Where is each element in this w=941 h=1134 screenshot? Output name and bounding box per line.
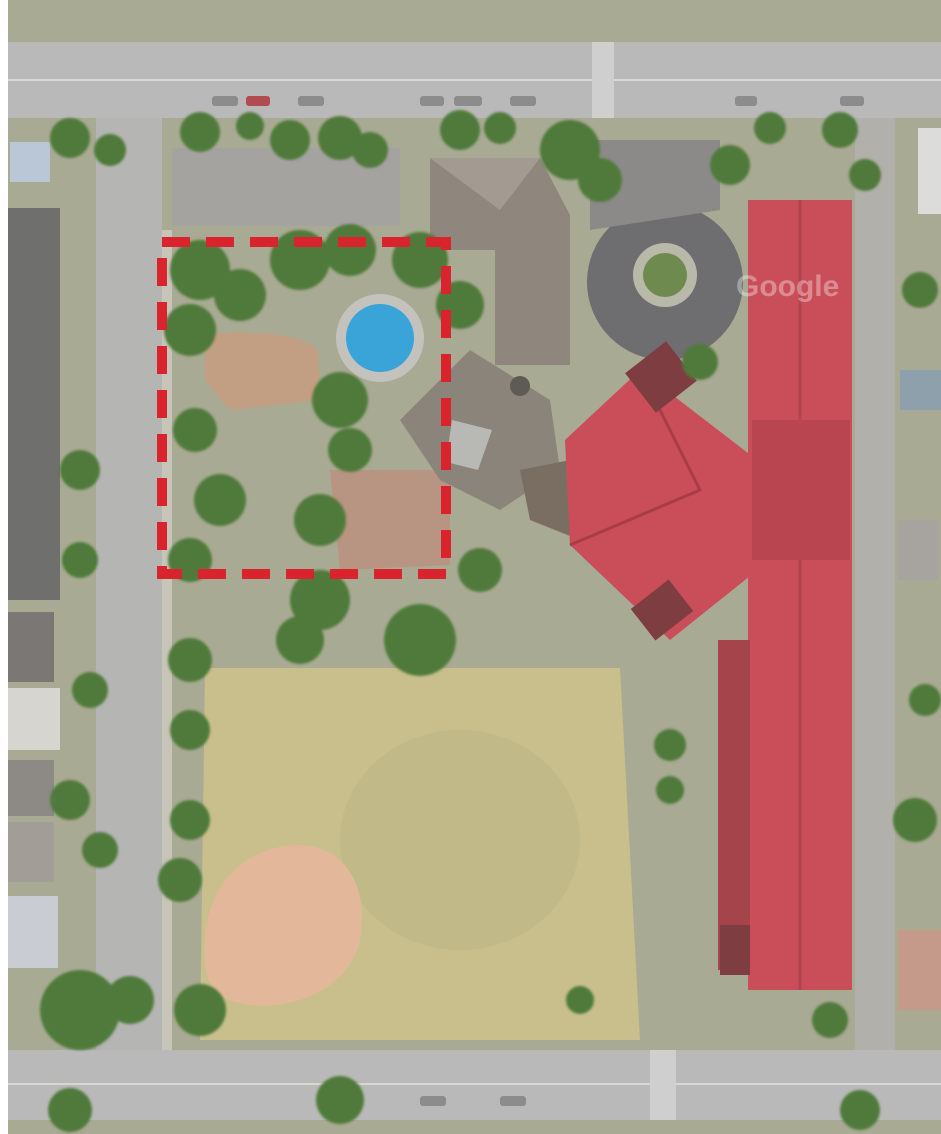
central-building-skylight — [446, 420, 492, 470]
east-house-4 — [898, 930, 941, 1010]
west-building-2 — [8, 612, 54, 682]
crosswalk-south — [650, 1050, 676, 1120]
west-building-5 — [8, 822, 54, 882]
north-building-ridge — [430, 158, 540, 210]
crosswalk-north — [592, 42, 614, 118]
playground-surface — [205, 332, 320, 410]
swimming-pool — [346, 304, 414, 372]
east-alley — [855, 118, 895, 1050]
east-house-1 — [918, 128, 941, 214]
grass-patch — [340, 730, 580, 950]
entry-drive — [590, 140, 720, 230]
west-building-6 — [8, 896, 58, 968]
red-roof-tower — [625, 341, 697, 413]
long-building-transept — [752, 420, 850, 560]
tower-lower-left — [720, 925, 750, 975]
east-house-2 — [900, 370, 941, 410]
west-street — [96, 118, 162, 1050]
plaza-paving — [330, 470, 450, 570]
parked-cars — [212, 96, 864, 1106]
red-roof-tower-2 — [630, 579, 694, 641]
rooftop-unit — [510, 376, 530, 396]
west-building-4 — [8, 760, 54, 816]
long-building-annex — [718, 640, 750, 970]
baseball-infield — [204, 845, 362, 1006]
north-parking-lot — [172, 148, 400, 226]
tree-canopy — [40, 110, 941, 1132]
west-building-3 — [8, 688, 60, 750]
east-house-3 — [898, 520, 938, 580]
park-sidewalk — [162, 230, 172, 1050]
west-building-7 — [10, 142, 50, 182]
west-apartment-building — [8, 208, 60, 600]
left-white-strip — [0, 0, 8, 1134]
north-gray-building — [430, 158, 570, 365]
red-roof-wing-ridge — [569, 369, 703, 547]
map-watermark: Google — [736, 270, 839, 303]
roundabout-garden — [643, 253, 687, 297]
highlight-region — [157, 237, 451, 579]
